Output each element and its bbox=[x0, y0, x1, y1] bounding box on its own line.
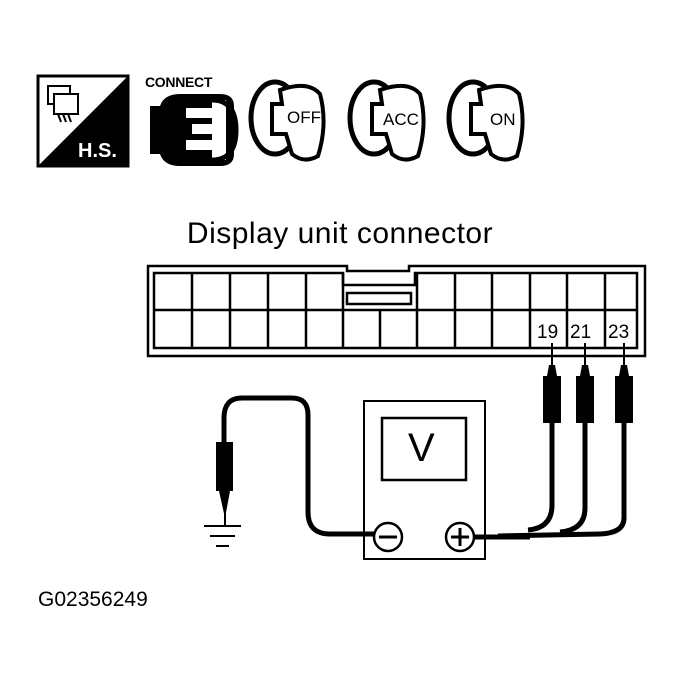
pin-label-23: 23 bbox=[608, 322, 630, 343]
connect-label: CONNECT bbox=[145, 74, 213, 90]
probe-pin-19 bbox=[527, 343, 561, 533]
ground-icon bbox=[204, 525, 241, 547]
probe-pin-21 bbox=[559, 343, 594, 535]
connect-icon bbox=[150, 94, 239, 166]
ignition-on-label: ON bbox=[490, 110, 516, 129]
ignition-acc-label: ACC bbox=[383, 110, 419, 129]
ignition-off-label: OFF bbox=[287, 108, 321, 127]
probe-pin-23 bbox=[497, 343, 633, 539]
figure-code: G02356249 bbox=[38, 588, 148, 611]
voltmeter bbox=[363, 400, 530, 560]
ignition-on-icon bbox=[446, 79, 525, 162]
ignition-acc-icon bbox=[347, 79, 426, 162]
display-unit-connector bbox=[146, 264, 647, 358]
ignition-off-icon bbox=[248, 79, 326, 162]
ground-lead bbox=[216, 395, 374, 537]
hood-switch-label: H.S. bbox=[78, 140, 117, 162]
meter-display-label: V bbox=[408, 426, 435, 470]
hood-switch-icon bbox=[36, 74, 130, 168]
pin-label-21: 21 bbox=[570, 322, 592, 343]
pin-label-19: 19 bbox=[537, 322, 559, 343]
connector-title: Display unit connector bbox=[186, 217, 494, 250]
